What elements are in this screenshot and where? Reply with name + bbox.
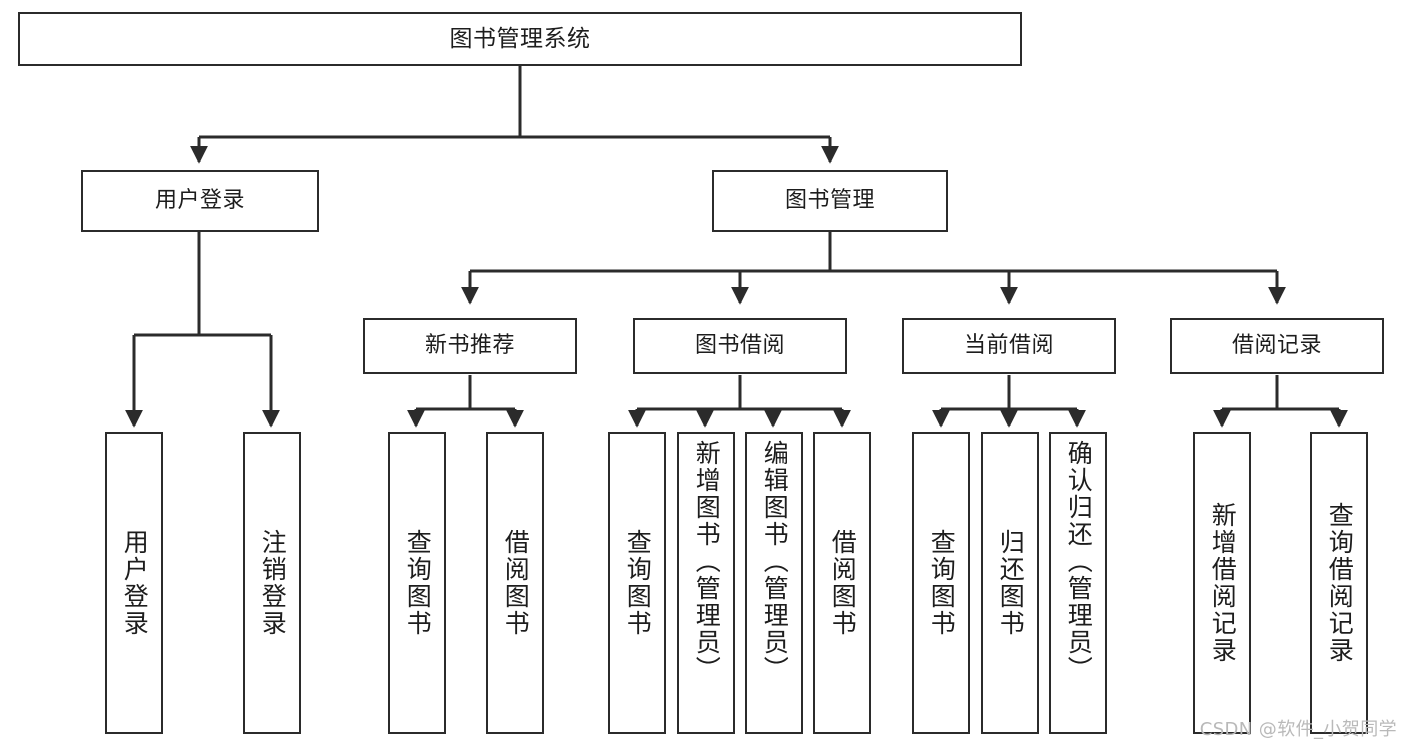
leaf-user-logout[interactable]: 注销登录 bbox=[243, 432, 301, 734]
node-current-borrow[interactable]: 当前借阅 bbox=[902, 318, 1116, 374]
node-borrow-records[interactable]: 借阅记录 bbox=[1170, 318, 1384, 374]
leaf-current-query-book[interactable]: 查询图书 bbox=[912, 432, 970, 734]
leaf-current-return-book[interactable]: 归还图书 bbox=[981, 432, 1039, 734]
leaf-records-query-record-label: 查询借阅记录 bbox=[1325, 502, 1355, 664]
leaf-borrow-add-book-admin-label: 新增图书（管理员） bbox=[692, 440, 722, 683]
node-book-management-label: 图书管理 bbox=[784, 188, 875, 214]
leaf-current-return-book-label: 归还图书 bbox=[996, 529, 1026, 637]
leaf-borrow-borrow-book-label: 借阅图书 bbox=[828, 529, 858, 637]
leaf-current-confirm-return-admin[interactable]: 确认归还（管理员） bbox=[1049, 432, 1107, 734]
node-book-management[interactable]: 图书管理 bbox=[712, 170, 948, 232]
edges-root-to-level1 bbox=[190, 66, 839, 164]
node-book-borrow[interactable]: 图书借阅 bbox=[633, 318, 847, 374]
node-new-book-recommend-label: 新书推荐 bbox=[424, 333, 515, 359]
leaf-newbook-query-book-label: 查询图书 bbox=[403, 529, 433, 637]
node-user-login-label: 用户登录 bbox=[154, 188, 245, 214]
leaf-borrow-query-book-label: 查询图书 bbox=[623, 529, 653, 637]
node-user-login[interactable]: 用户登录 bbox=[81, 170, 319, 232]
leaf-newbook-borrow-book-label: 借阅图书 bbox=[501, 529, 531, 637]
edges-level1-to-level2 bbox=[461, 232, 1286, 305]
node-current-borrow-label: 当前借阅 bbox=[963, 333, 1054, 359]
leaf-newbook-borrow-book[interactable]: 借阅图书 bbox=[486, 432, 544, 734]
edges-bookborrow-to-leaves bbox=[628, 375, 851, 428]
leaf-user-login-label: 用户登录 bbox=[120, 529, 150, 637]
edges-newbook-to-leaves bbox=[407, 375, 524, 428]
leaf-user-login[interactable]: 用户登录 bbox=[105, 432, 163, 734]
edges-userlogin-to-leaves bbox=[125, 232, 280, 428]
node-root[interactable]: 图书管理系统 bbox=[18, 12, 1022, 66]
leaf-current-confirm-return-admin-label: 确认归还（管理员） bbox=[1064, 440, 1094, 683]
edges-records-to-leaves bbox=[1213, 375, 1348, 428]
csdn-watermark: CSDN @软件_小贺同学 bbox=[1199, 719, 1397, 740]
edges-currentborrow-to-leaves bbox=[932, 375, 1086, 428]
leaf-current-query-book-label: 查询图书 bbox=[927, 529, 957, 637]
leaf-newbook-query-book[interactable]: 查询图书 bbox=[388, 432, 446, 734]
node-new-book-recommend[interactable]: 新书推荐 bbox=[363, 318, 577, 374]
leaf-user-logout-label: 注销登录 bbox=[258, 529, 288, 637]
leaf-borrow-borrow-book[interactable]: 借阅图书 bbox=[813, 432, 871, 734]
leaf-borrow-add-book-admin[interactable]: 新增图书（管理员） bbox=[677, 432, 735, 734]
leaf-borrow-edit-book-admin[interactable]: 编辑图书（管理员） bbox=[745, 432, 803, 734]
node-borrow-records-label: 借阅记录 bbox=[1231, 333, 1322, 359]
leaf-records-query-record[interactable]: 查询借阅记录 bbox=[1310, 432, 1368, 734]
leaf-records-add-record[interactable]: 新增借阅记录 bbox=[1193, 432, 1251, 734]
leaf-borrow-query-book[interactable]: 查询图书 bbox=[608, 432, 666, 734]
node-book-borrow-label: 图书借阅 bbox=[694, 333, 785, 359]
leaf-borrow-edit-book-admin-label: 编辑图书（管理员） bbox=[760, 440, 790, 683]
leaf-records-add-record-label: 新增借阅记录 bbox=[1208, 502, 1238, 664]
node-root-label: 图书管理系统 bbox=[449, 25, 591, 52]
